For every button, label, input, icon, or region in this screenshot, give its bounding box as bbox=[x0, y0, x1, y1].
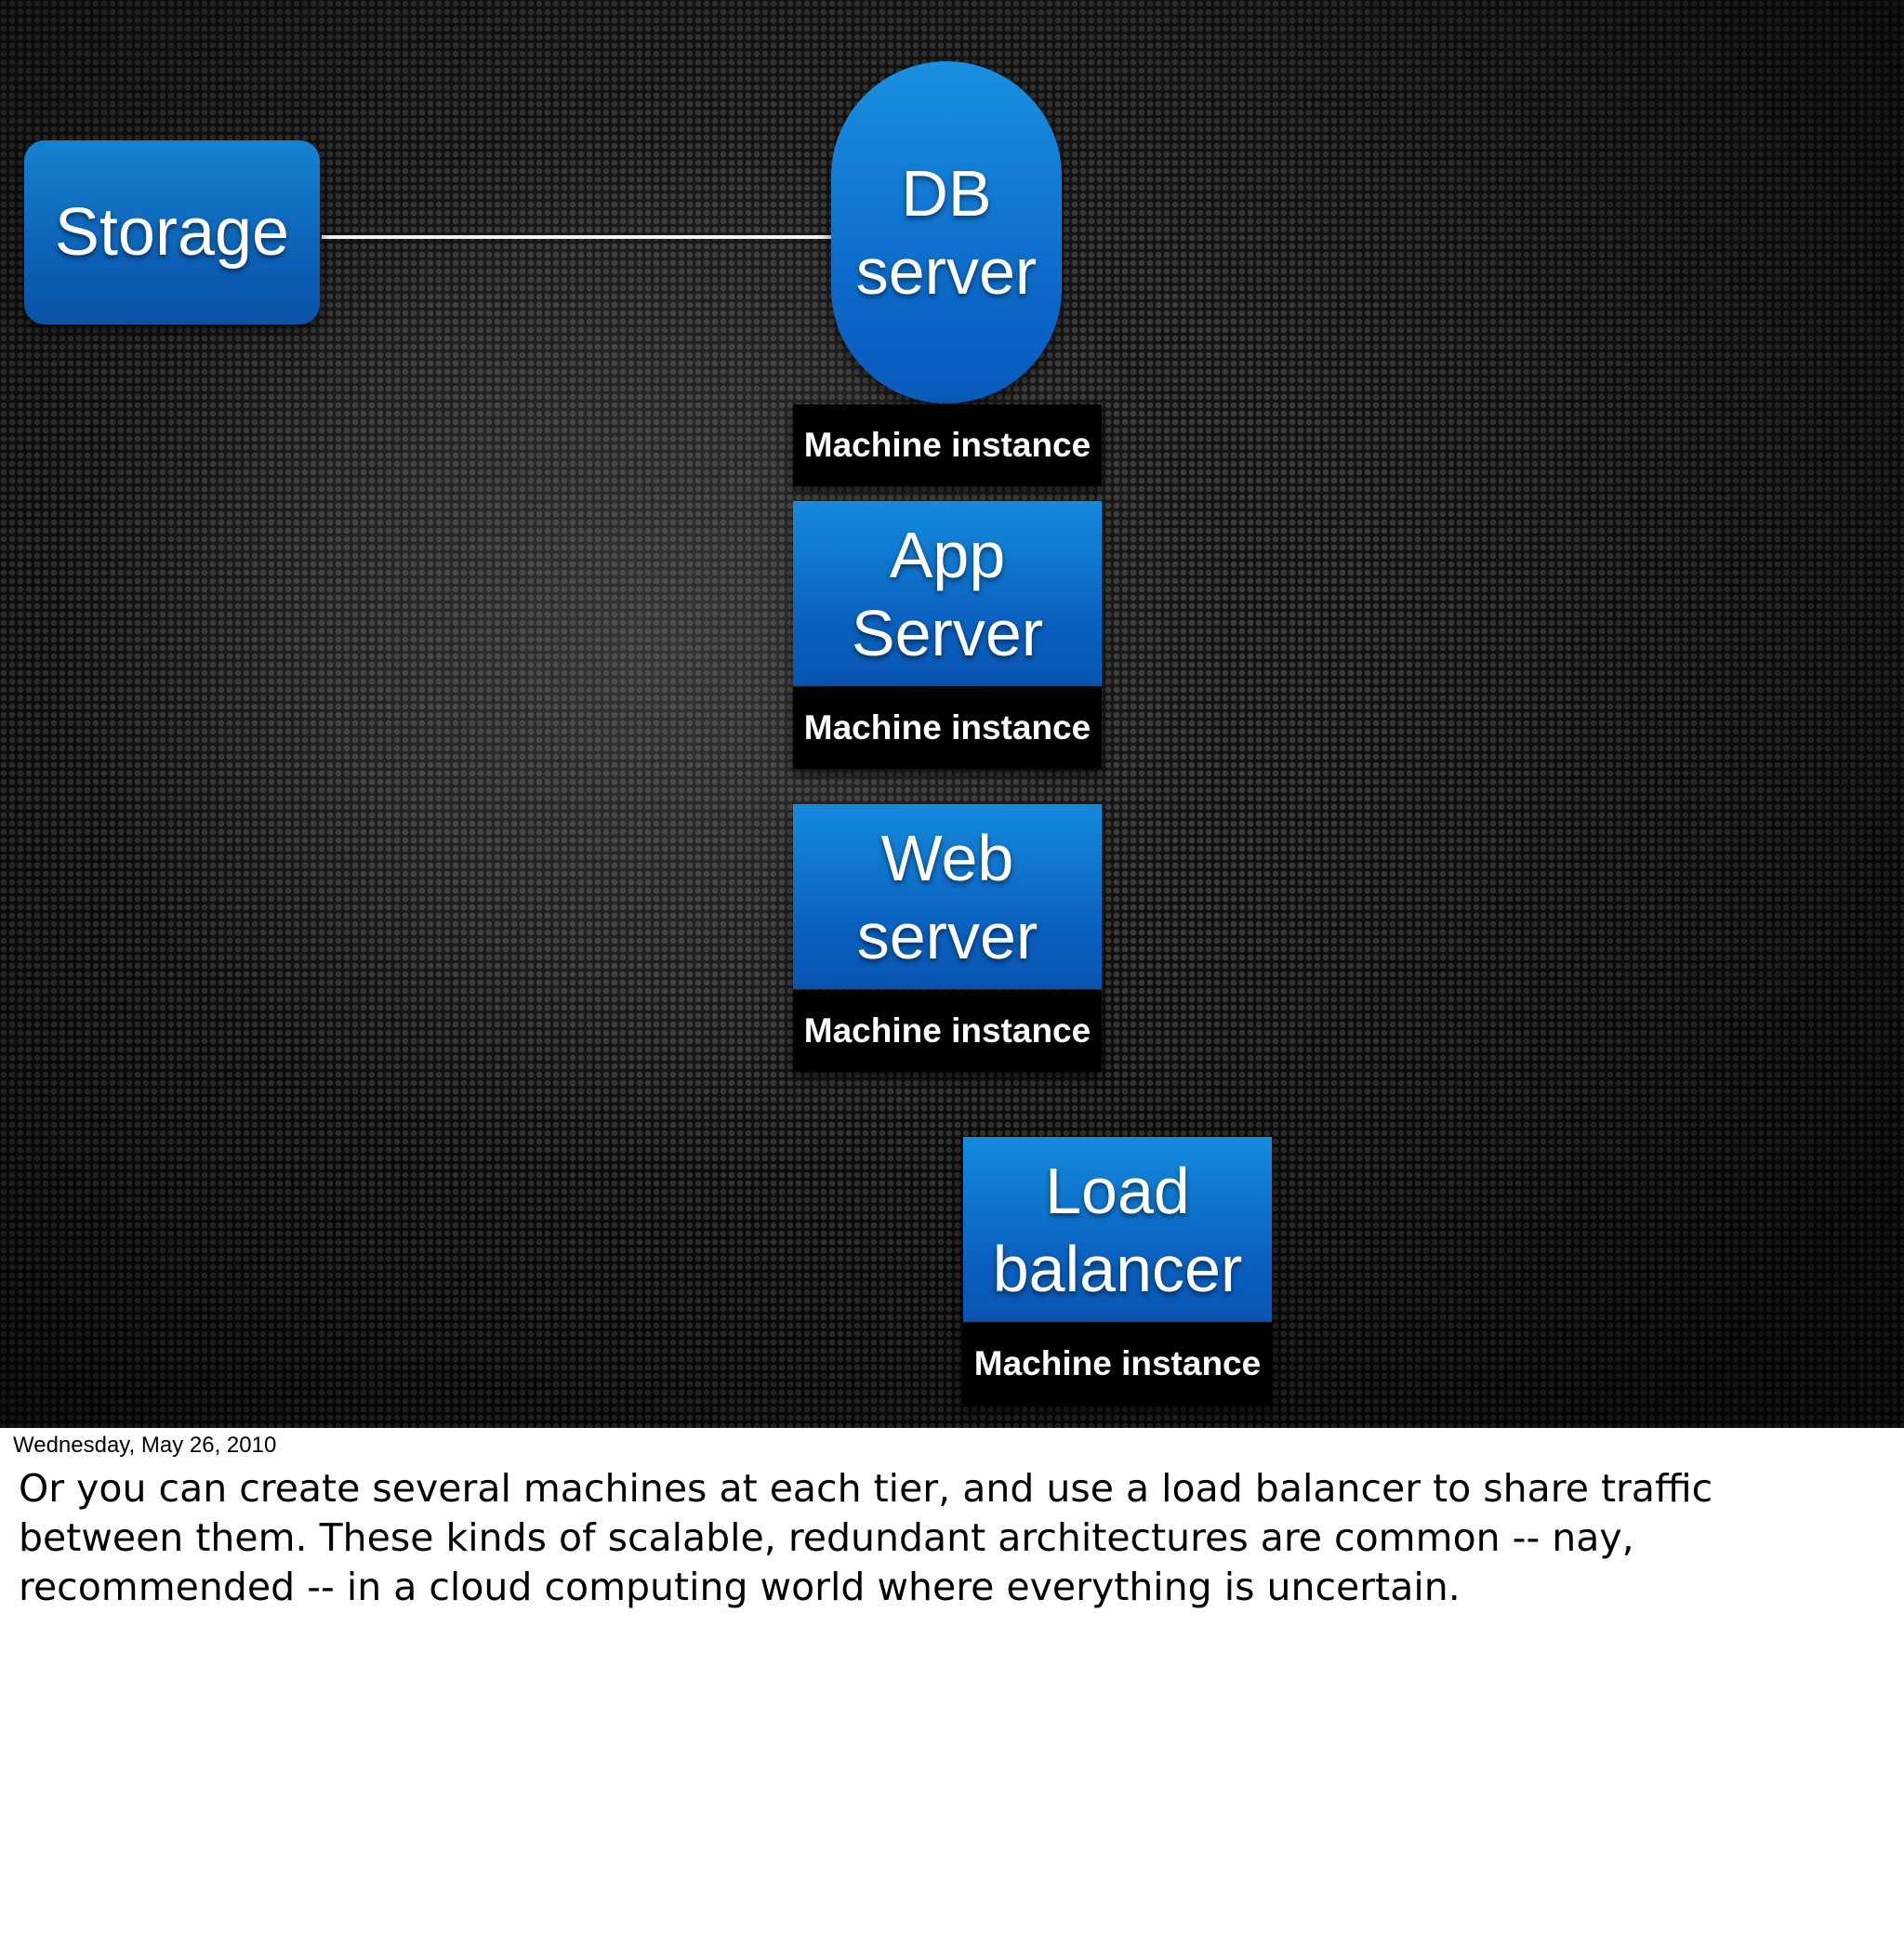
storage-label: Storage bbox=[54, 194, 290, 270]
load-balancer-node: Load balancer bbox=[963, 1137, 1272, 1322]
db-machine-instance: Machine instance bbox=[793, 404, 1102, 486]
load-balancer-label: Load balancer bbox=[992, 1154, 1243, 1305]
storage-db-connector bbox=[322, 235, 831, 239]
db-server-label: DB server bbox=[855, 157, 1038, 308]
speaker-notes: Or you can create several machines at ea… bbox=[19, 1466, 1713, 1609]
slide: Storage DB server Machine instance App S… bbox=[0, 0, 1904, 1428]
lb-machine-instance-label: Machine instance bbox=[973, 1344, 1262, 1382]
slide-date: Wednesday, May 26, 2010 bbox=[13, 1433, 277, 1458]
app-machine-instance: Machine instance bbox=[793, 687, 1102, 769]
web-machine-instance-label: Machine instance bbox=[803, 1011, 1091, 1050]
web-server-label: Web server bbox=[856, 821, 1038, 972]
app-machine-instance-label: Machine instance bbox=[803, 708, 1091, 747]
db-machine-instance-label: Machine instance bbox=[803, 426, 1091, 464]
web-machine-instance: Machine instance bbox=[793, 990, 1102, 1072]
app-server-label: App Server bbox=[851, 518, 1044, 669]
storage-node: Storage bbox=[24, 140, 320, 324]
app-server-node: App Server bbox=[793, 501, 1102, 686]
db-server-node: DB server bbox=[831, 61, 1062, 403]
lb-machine-instance: Machine instance bbox=[963, 1323, 1272, 1405]
web-server-node: Web server bbox=[793, 804, 1102, 989]
